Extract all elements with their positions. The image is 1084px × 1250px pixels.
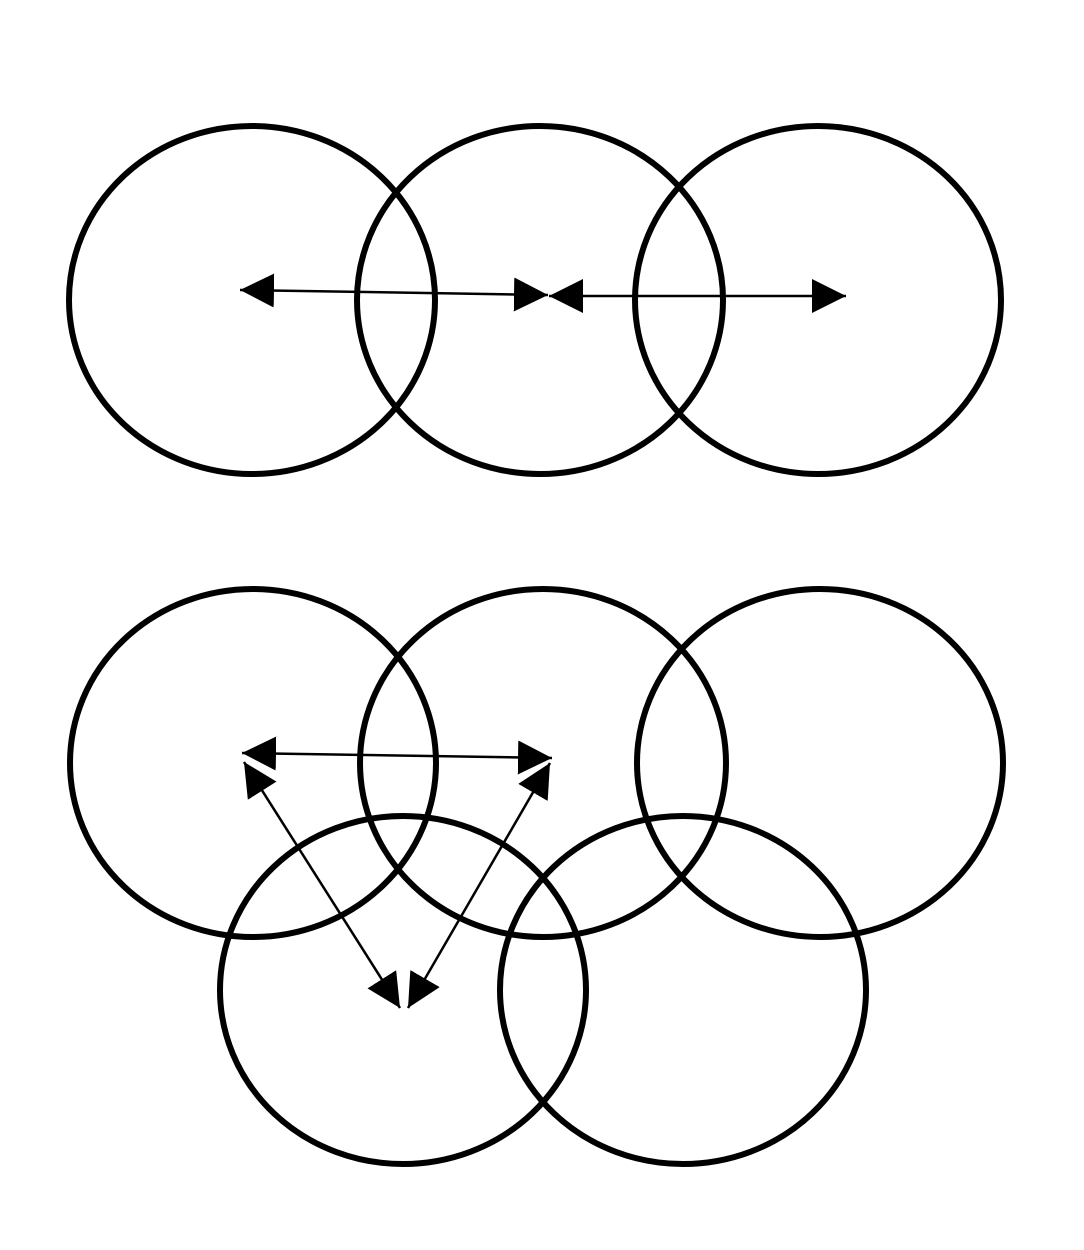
arrow-ring1-ring2 — [241, 736, 553, 775]
arrow-a-b — [239, 273, 549, 312]
bottom-triangle-arrows — [241, 736, 553, 1009]
ring-3 — [634, 586, 1006, 940]
ring-4 — [217, 813, 589, 1167]
arrow-ring1-ring4 — [242, 761, 402, 1009]
arrow-ring2-ring4 — [406, 762, 552, 1009]
top-row-arrows — [239, 273, 846, 313]
